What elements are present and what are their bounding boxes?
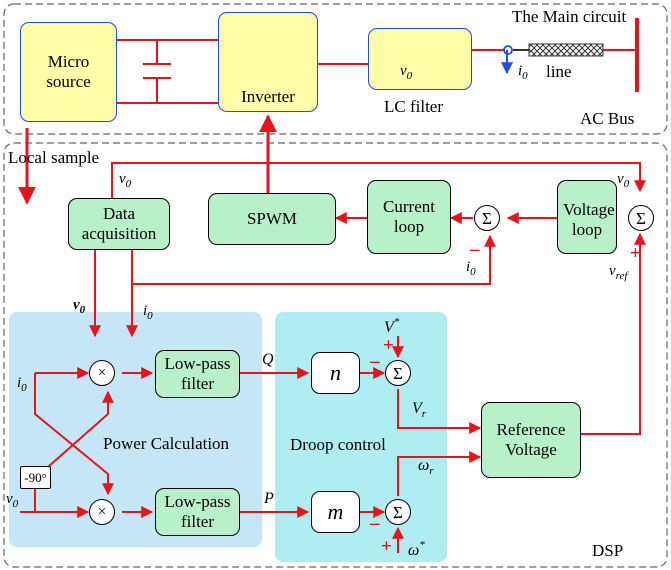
local-sample-boundary [3, 142, 668, 568]
wire-ref-to-sigma [581, 232, 646, 435]
inverter-block: Inverter [218, 12, 318, 112]
i0-label-pc: i0 [143, 303, 153, 322]
v0-label-daq: v0 [119, 171, 132, 190]
minus-sign-p: – [370, 513, 380, 534]
lc-filter-block [368, 28, 472, 90]
line-label: line [546, 62, 572, 81]
ac-bus-label: AC Bus [580, 109, 635, 128]
wire-dc-capacitor [143, 40, 171, 103]
line-impedance-icon [528, 43, 604, 57]
voltage-loop-label: Voltage loop [563, 200, 615, 240]
data-acquisition-block: Data acquisition [68, 198, 170, 250]
plus-sign-vref: + [630, 243, 641, 264]
q-label: Q [262, 351, 274, 368]
lpf-p-block: Low-pass filter [155, 488, 240, 536]
main-circuit-label: The Main circuit [512, 7, 627, 26]
main-circuit-boundary [3, 3, 668, 135]
current-sensor-icon [503, 45, 513, 55]
droop-control-label: Droop control [290, 435, 386, 454]
wire-v0-sample [111, 162, 646, 198]
local-sample-label: Local sample [8, 148, 100, 167]
wstar-label: ω* [408, 539, 425, 559]
sum-junction-p: Σ [385, 499, 411, 525]
reference-voltage-block: Reference Voltage [481, 402, 581, 478]
micro-source-block: Micro source [20, 22, 117, 122]
v0-label-lc: v0 [400, 63, 413, 82]
multiplier-q: × [89, 360, 115, 386]
multiplier-p: × [89, 499, 115, 525]
droop-control-region [275, 312, 447, 562]
plus-sign-p: + [381, 536, 392, 557]
inverter-label: Inverter [241, 86, 295, 106]
wire-i0-down [34, 373, 114, 496]
lpf-q-block: Low-pass filter [155, 350, 240, 398]
power-calculation-label: Power Calculation [103, 434, 230, 453]
sum-junction-voltage: Σ [628, 205, 654, 231]
gain-n-block: n [311, 352, 360, 394]
current-loop-block: Current loop [367, 180, 451, 254]
p-label: P [264, 490, 274, 507]
plus-sign-q: + [383, 335, 394, 356]
lc-filter-label: LC filter [384, 97, 444, 116]
minus-sign-q: – [370, 351, 380, 372]
v0-label-sigma: v0 [617, 171, 630, 190]
wire-vr-out [397, 389, 482, 434]
i0-label-line: i0 [518, 63, 528, 82]
wire-wr-out [397, 451, 482, 496]
vr-label: Vr [412, 400, 427, 420]
wire-cross-line [39, 413, 109, 475]
dsp-label: DSP [592, 541, 624, 560]
sum-junction-current: Σ [474, 205, 500, 231]
i0-label-feedback: i0 [466, 259, 476, 278]
wire-micro-dc [117, 39, 218, 104]
gain-m-block: m [311, 491, 360, 533]
v0-label-pc: v0 [73, 297, 86, 316]
phase-shift-block: -90° [20, 466, 51, 489]
wr-label: ωr [418, 457, 434, 477]
i0-label-pcin: i0 [17, 375, 27, 394]
vstar-label: V* [384, 316, 400, 336]
voltage-loop-block [557, 180, 617, 254]
v0-label-pcin: v0 [6, 491, 19, 510]
minus-sign-current: – [470, 239, 480, 260]
sum-junction-q: Σ [385, 360, 411, 386]
vref-label: vref [609, 263, 628, 282]
spwm-block: SPWM [208, 193, 336, 245]
